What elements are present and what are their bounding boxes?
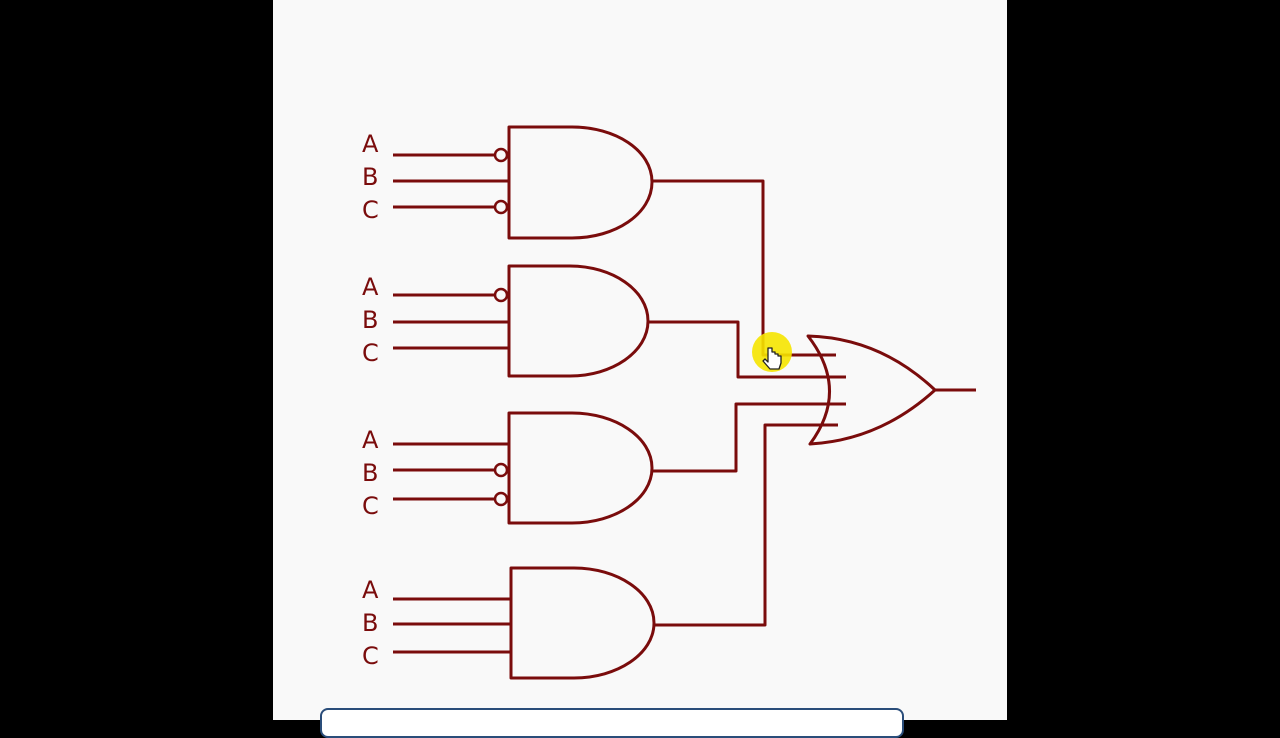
gate3-label-a: A	[362, 426, 379, 454]
gate2-input-wires	[393, 293, 509, 350]
gate2-label-a: A	[362, 273, 379, 301]
and-gate-4	[393, 566, 656, 680]
gate1-label-c: C	[362, 196, 379, 224]
or-gate-body	[806, 334, 937, 446]
gate1-label-b: B	[362, 163, 378, 191]
and-gate-3	[393, 411, 654, 525]
gate1-body	[507, 125, 654, 240]
gate1-inverter-c	[493, 199, 509, 215]
gate1-inverter-a	[493, 147, 509, 163]
logic-circuit-diagram: A B C A B C A B C A B C	[362, 125, 976, 680]
caption-box	[320, 708, 904, 738]
gate3-inverter-c	[493, 491, 509, 507]
gate3-inverter-b	[493, 462, 509, 478]
and-gate-1	[393, 125, 654, 240]
wire-gate4-to-or	[654, 423, 838, 627]
gate1-label-a: A	[362, 130, 379, 158]
wire-gate3-to-or	[652, 402, 846, 473]
gate4-label-a: A	[362, 576, 379, 604]
and-gate-2	[393, 264, 650, 378]
wire-gate2-to-or	[648, 320, 846, 379]
gate3-body	[507, 411, 654, 525]
wire-gate1-to-or	[652, 179, 836, 357]
or-gate	[806, 334, 976, 446]
gate4-input-wires	[393, 597, 511, 654]
gate2-inverter-a	[493, 287, 509, 303]
gate3-label-c: C	[362, 492, 379, 520]
hand-pointer-icon	[752, 332, 792, 372]
gate2-body	[507, 264, 650, 378]
gate3-input-wires	[393, 442, 509, 501]
gate2-label-c: C	[362, 339, 379, 367]
gate2-label-b: B	[362, 306, 378, 334]
gate4-label-c: C	[362, 642, 379, 670]
gate3-label-b: B	[362, 459, 378, 487]
input-labels: A B C A B C A B C A B C	[362, 130, 379, 670]
gate1-input-wires	[393, 153, 509, 209]
interconnect-wires	[648, 179, 846, 627]
gate4-body	[509, 566, 656, 680]
gate4-label-b: B	[362, 609, 378, 637]
